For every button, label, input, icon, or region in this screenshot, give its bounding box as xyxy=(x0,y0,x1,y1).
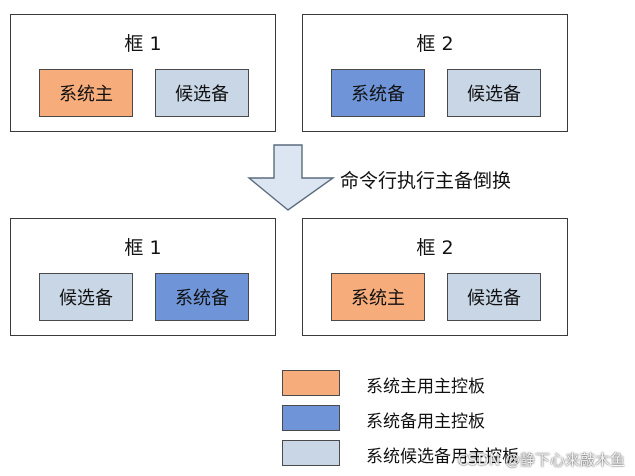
watermark: CSDN @静下心来敲木鱼 xyxy=(457,451,625,469)
frame-2-before: 框 2 系统备 候选备 xyxy=(302,14,568,132)
switchover-label: 命令行执行主备倒换 xyxy=(340,170,512,192)
legend-swatch-standby xyxy=(282,405,340,431)
frame-title: 框 2 xyxy=(416,237,454,259)
down-arrow-icon xyxy=(247,144,336,211)
frame-1-after: 框 1 候选备 系统备 xyxy=(10,218,276,336)
board-system-standby: 系统备 xyxy=(331,69,425,117)
board-candidate-standby: 候选备 xyxy=(39,273,133,321)
board-system-primary: 系统主 xyxy=(331,273,425,321)
board-candidate-standby: 候选备 xyxy=(447,69,541,117)
frame-title: 框 1 xyxy=(124,237,162,259)
legend-label-primary: 系统主用主控板 xyxy=(366,377,485,397)
board-system-primary: 系统主 xyxy=(39,69,133,117)
legend-swatch-candidate xyxy=(282,440,340,466)
board-system-standby: 系统备 xyxy=(155,273,249,321)
frame-2-after: 框 2 系统主 候选备 xyxy=(302,218,568,336)
frame-title: 框 1 xyxy=(124,33,162,55)
board-candidate-standby: 候选备 xyxy=(447,273,541,321)
legend-label-candidate: 系统候选备用主控板 xyxy=(366,447,519,467)
board-candidate-standby: 候选备 xyxy=(155,69,249,117)
legend-swatch-primary xyxy=(282,370,340,396)
legend-label-standby: 系统备用主控板 xyxy=(366,412,485,432)
frame-1-before: 框 1 系统主 候选备 xyxy=(10,14,276,132)
frame-title: 框 2 xyxy=(416,33,454,55)
